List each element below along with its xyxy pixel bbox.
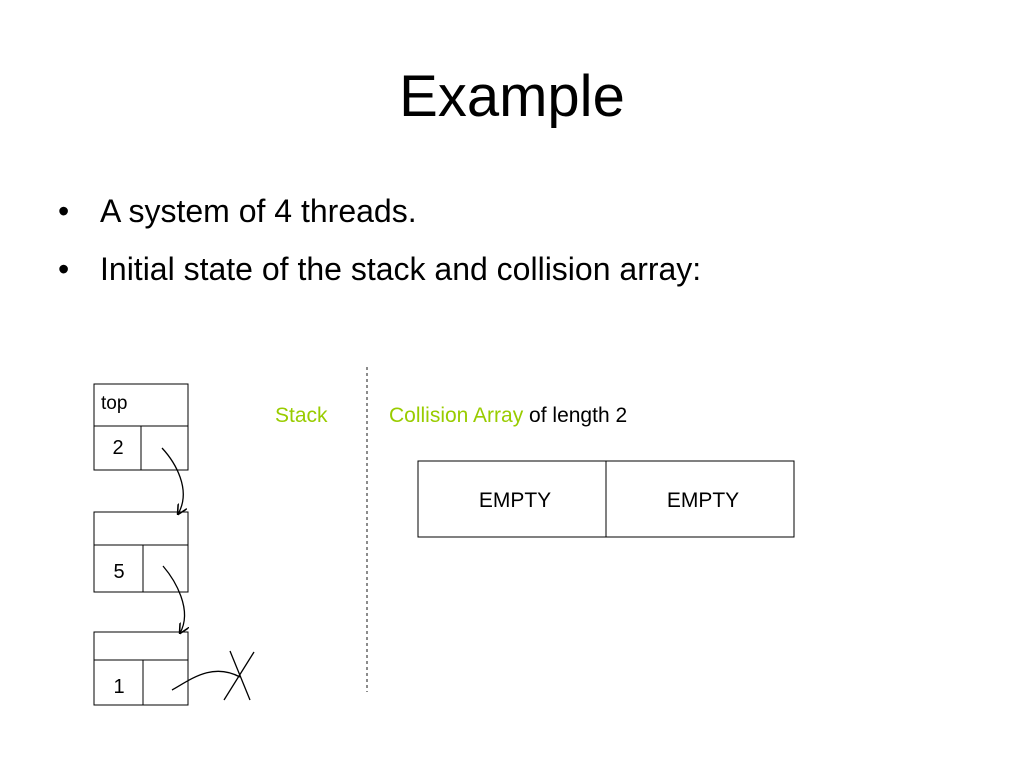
top-pointer-cell [140, 425, 189, 471]
collision-array-label: Collision Array [389, 404, 524, 427]
collision-array: EMPTY EMPTY [417, 460, 795, 538]
bullet-text: Initial state of the stack and collision… [100, 251, 702, 287]
bullet-marker: • [58, 193, 70, 229]
stack-node: 1 [93, 631, 189, 706]
pointer-arrow [162, 565, 185, 633]
bullet-item: • A system of 4 threads. [58, 188, 701, 234]
bullet-list: • A system of 4 threads. • Initial state… [58, 188, 701, 304]
node-header-cell [93, 631, 189, 661]
null-pointer-arrow [171, 670, 241, 691]
collision-array-cell [605, 460, 795, 538]
stack-node: 5 [93, 511, 189, 593]
collision-array-caption: Collision Array of length 2 [389, 404, 627, 427]
slide-title: Example [399, 64, 625, 129]
collision-array-length: of length 2 [523, 404, 627, 427]
stack-node-top: top 2 [93, 383, 189, 471]
node-value-cell [93, 544, 144, 593]
node-value-cell [93, 659, 144, 706]
top-label: top [101, 393, 127, 414]
node-header-cell [93, 511, 189, 546]
node-pointer-cell [142, 659, 189, 706]
bullet-text: A system of 4 threads. [100, 193, 417, 229]
stack-label: Stack [275, 404, 328, 427]
collision-array-cell [417, 460, 607, 538]
null-cross-icon [223, 650, 255, 701]
collision-array-cell-text: EMPTY [667, 489, 739, 512]
node-value: 2 [112, 437, 123, 459]
collision-array-cell-text: EMPTY [479, 489, 551, 512]
pointer-arrow [161, 447, 183, 514]
bullet-item: • Initial state of the stack and collisi… [58, 246, 701, 292]
node-value: 1 [113, 676, 124, 698]
node-value: 5 [113, 561, 124, 583]
bullet-marker: • [58, 251, 70, 287]
